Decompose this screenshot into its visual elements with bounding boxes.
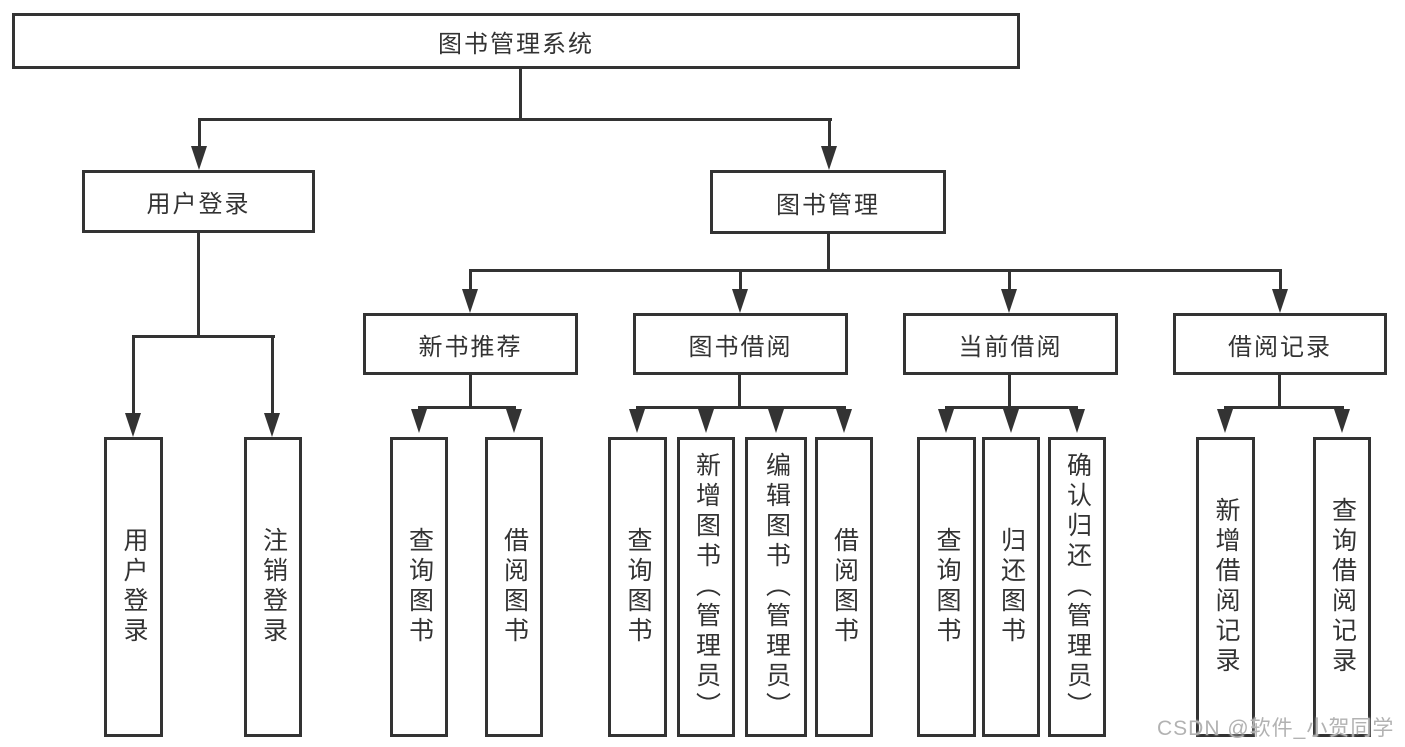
csdn-watermark: CSDN @软件_小贺同学 [1157,717,1395,740]
node-borrow-records-label: 借阅记录 [1228,333,1332,361]
connector-vline [469,269,472,292]
node-leaf-query-books-1-label: 查询图书 [405,527,434,647]
node-leaf-confirm-return-admin-label: 确认归还（管理员） [1063,452,1092,722]
node-root: 图书管理系统 [12,13,1020,69]
arrowhead-down-icon [506,409,522,433]
connector-vline [1279,269,1282,292]
arrowhead-down-icon [1069,409,1085,433]
connector-vline [827,234,830,272]
node-leaf-query-books-2: 查询图书 [608,437,667,737]
arrowhead-down-icon [462,289,478,313]
node-leaf-add-books-admin-label: 新增图书（管理员） [692,452,721,722]
node-new-book-rec: 新书推荐 [363,313,578,375]
node-current-borrow: 当前借阅 [903,313,1118,375]
arrowhead-down-icon [1001,289,1017,313]
node-leaf-borrow-books-2: 借阅图书 [815,437,873,737]
arrowhead-down-icon [191,146,207,170]
arrowhead-down-icon [938,409,954,433]
connector-vline [198,118,201,150]
arrowhead-down-icon [1334,409,1350,433]
node-leaf-logout: 注销登录 [244,437,302,737]
arrowhead-down-icon [1217,409,1233,433]
connector-hline [469,269,1282,272]
node-leaf-borrow-books-1: 借阅图书 [485,437,543,737]
arrowhead-down-icon [698,409,714,433]
node-leaf-borrow-books-2-label: 借阅图书 [830,527,859,647]
connector-vline [271,335,274,415]
node-leaf-query-books-3-label: 查询图书 [933,527,961,647]
connector-hline [418,406,516,409]
connector-hline [636,406,846,409]
arrowhead-down-icon [1272,289,1288,313]
node-leaf-add-borrow-record: 新增借阅记录 [1196,437,1255,737]
node-new-book-rec-label: 新书推荐 [418,333,523,361]
arrowhead-down-icon [629,409,645,433]
arrowhead-down-icon [125,413,141,437]
arrowhead-down-icon [821,146,837,170]
connector-hline [199,118,832,121]
node-leaf-query-books-1: 查询图书 [390,437,448,737]
connector-vline [1008,269,1011,292]
node-leaf-edit-books-admin-label: 编辑图书（管理员） [762,452,791,722]
connector-vline [469,375,472,409]
node-leaf-return-books-label: 归还图书 [997,527,1026,647]
connector-vline [519,66,522,118]
node-current-borrow-label: 当前借阅 [958,333,1063,361]
node-leaf-query-borrow-record: 查询借阅记录 [1313,437,1371,737]
connector-vline [738,375,741,409]
node-book-mgmt: 图书管理 [710,170,946,234]
connector-hline [132,335,275,338]
node-borrow-records: 借阅记录 [1173,313,1387,375]
node-user-login: 用户登录 [82,170,315,233]
node-leaf-user-login: 用户登录 [104,437,163,737]
node-user-login-label: 用户登录 [146,191,251,218]
arrowhead-down-icon [732,289,748,313]
node-leaf-query-books-2-label: 查询图书 [624,527,652,647]
node-leaf-edit-books-admin: 编辑图书（管理员） [745,437,807,737]
connector-vline [1278,375,1281,409]
node-leaf-user-login-label: 用户登录 [120,527,148,647]
connector-hline [945,406,1078,409]
node-leaf-query-books-3: 查询图书 [917,437,976,737]
node-leaf-confirm-return-admin: 确认归还（管理员） [1048,437,1106,737]
arrowhead-down-icon [1003,409,1019,433]
connector-vline [197,233,200,337]
arrowhead-down-icon [411,409,427,433]
arrowhead-down-icon [768,409,784,433]
arrowhead-down-icon [836,409,852,433]
connector-vline [132,335,135,415]
node-root-label: 图书管理系统 [438,30,594,58]
connector-vline [739,269,742,292]
node-book-borrow-label: 图书借阅 [688,333,793,361]
node-leaf-borrow-books-1-label: 借阅图书 [500,527,529,647]
arrowhead-down-icon [264,413,280,437]
node-book-mgmt-label: 图书管理 [776,191,880,219]
node-leaf-add-books-admin: 新增图书（管理员） [677,437,735,737]
connector-hline [1224,406,1344,409]
node-leaf-return-books: 归还图书 [982,437,1040,737]
node-leaf-add-borrow-record-label: 新增借阅记录 [1212,497,1240,677]
node-leaf-query-borrow-record-label: 查询借阅记录 [1328,497,1357,677]
connector-vline [1008,375,1011,409]
node-leaf-logout-label: 注销登录 [259,527,288,647]
node-book-borrow: 图书借阅 [633,313,848,375]
connector-vline [828,118,831,150]
